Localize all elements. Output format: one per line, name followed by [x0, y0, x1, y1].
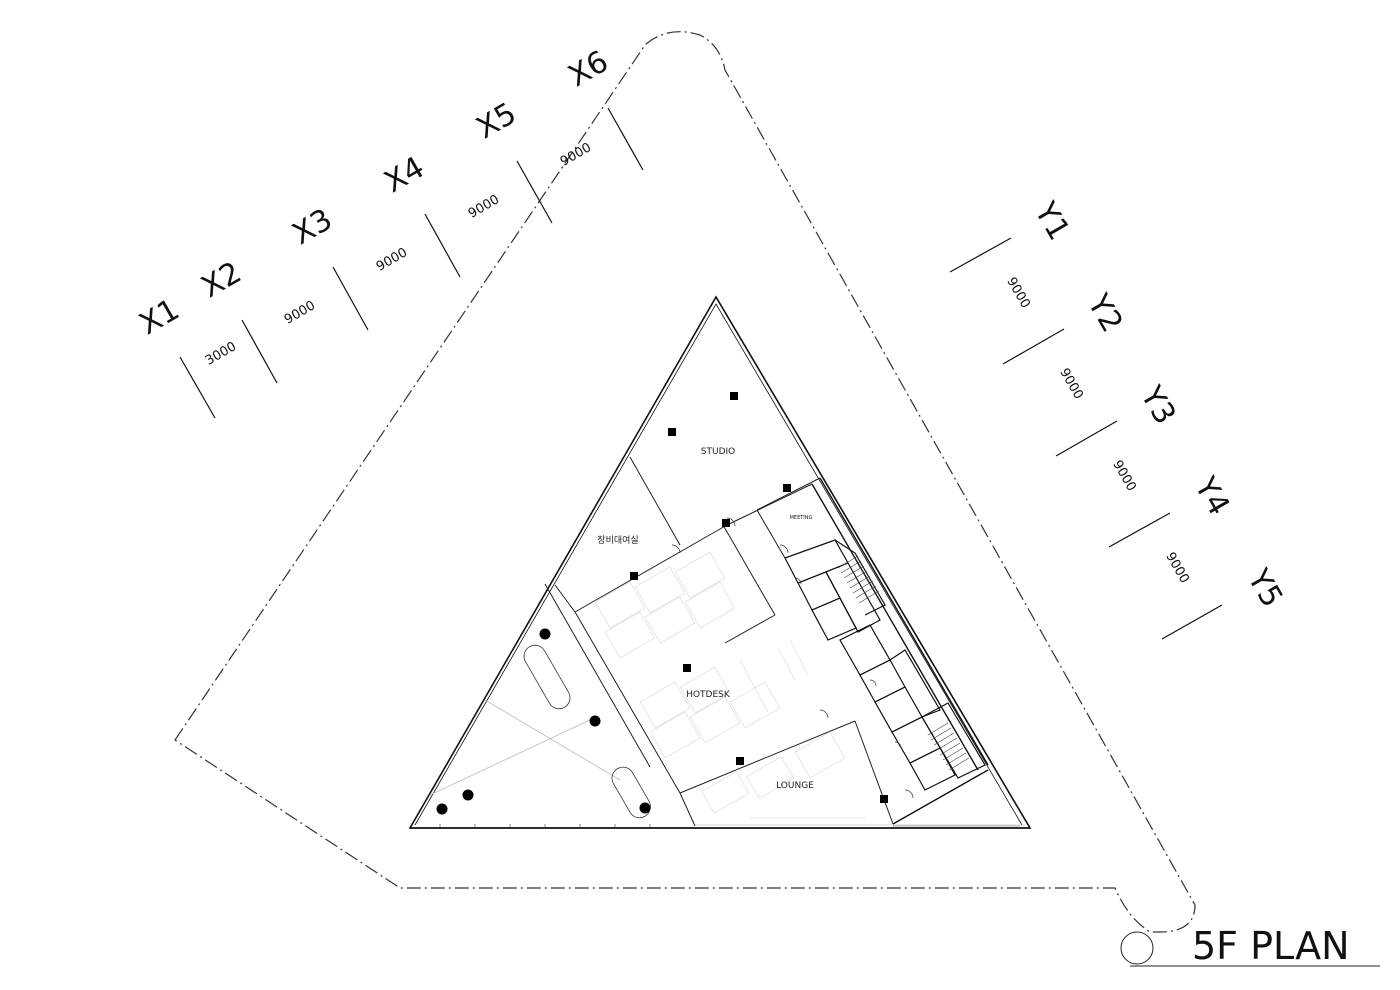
hotdesk-furniture [594, 551, 865, 819]
planters [523, 644, 651, 819]
grid-label-y1: Y1 [1027, 196, 1077, 247]
grid-label-y5: Y5 [1240, 563, 1290, 614]
grid-label-y2: Y2 [1080, 288, 1130, 339]
grid-spacing-x4-x5: 9000 [466, 192, 502, 222]
grid-label-x4: X4 [379, 150, 431, 200]
grid-label-x5: X5 [471, 96, 523, 146]
building-outline [408, 295, 1032, 829]
grid-spacing-y2-y3: 9000 [1056, 366, 1086, 402]
core-rooms [784, 539, 986, 791]
north-marker-circle [1120, 931, 1154, 965]
interior-partitions [544, 456, 894, 827]
grid-label-x2: X2 [196, 255, 248, 305]
room-label-lounge: LOUNGE [776, 781, 814, 791]
grid-label-x1: X1 [134, 292, 186, 342]
room-label-studio: STUDIO [701, 447, 735, 457]
grid-spacing-x1-x2: 3000 [203, 339, 239, 369]
grid-spacing-y1-y2: 9000 [1003, 275, 1033, 311]
stair-treads [837, 555, 970, 771]
columns-square [630, 392, 888, 803]
room-label-equipment-rental: 장비대여실 [597, 534, 638, 546]
site-boundary [174, 31, 1196, 933]
columns-round [436, 628, 651, 815]
grid-spacing-y4-y5: 9000 [1162, 550, 1192, 586]
door-swings [671, 517, 914, 799]
y-grid-lines [949, 237, 1223, 640]
grid-label-y4: Y4 [1187, 471, 1237, 522]
x-grid-lines [179, 107, 644, 419]
grid-label-y3: Y3 [1133, 380, 1183, 431]
room-label-meeting: MEETING [790, 515, 813, 521]
grid-spacing-x2-x3: 9000 [282, 298, 318, 328]
room-label-hotdesk: HOTDESK [686, 690, 731, 700]
grid-spacing-x5-x6: 9000 [558, 140, 594, 170]
grid-label-x6: X6 [563, 44, 615, 94]
grid-spacing-y3-y4: 9000 [1109, 458, 1139, 494]
plan-title: 5F PLAN [1192, 924, 1350, 968]
facade-ticks [439, 824, 651, 828]
grid-spacing-x3-x4: 9000 [374, 245, 410, 275]
lobby-diagonals [429, 699, 621, 796]
grid-label-x3: X3 [287, 202, 339, 252]
title-block: 5F PLAN [1120, 924, 1380, 968]
core-walls [811, 477, 989, 825]
